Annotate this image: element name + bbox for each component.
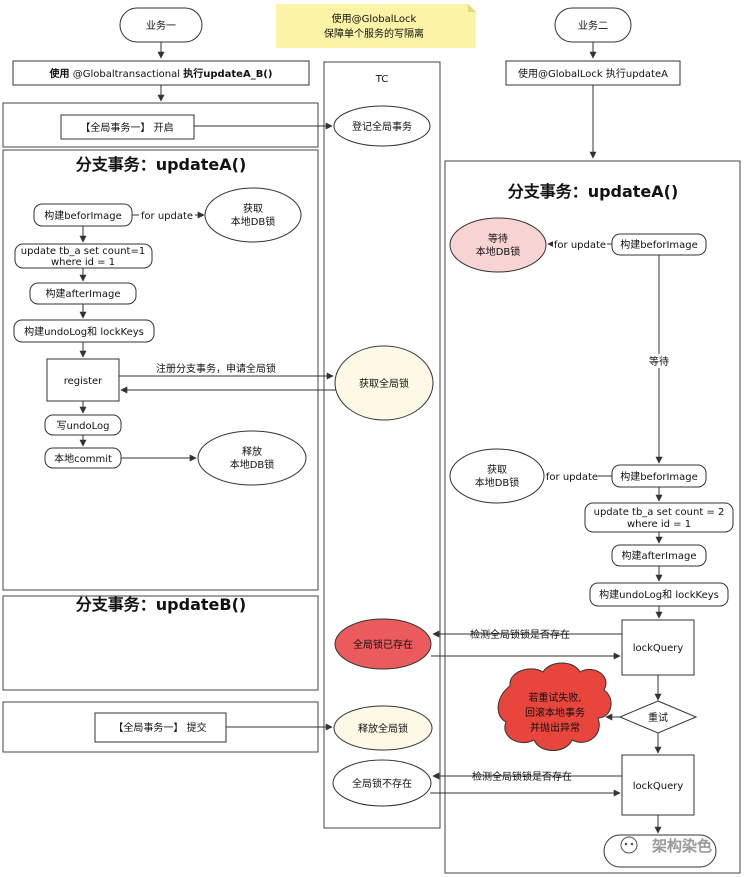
a-build-undo-text: 构建undoLog和 lockKeys	[24, 325, 144, 338]
a-release-lock-node	[197, 430, 307, 486]
b-wait-label-bg	[646, 354, 672, 368]
b-for-update-bg-1	[553, 238, 607, 252]
b-retry-fail-cloud	[497, 662, 612, 751]
a-get-lock-line2: 本地DB锁	[231, 215, 276, 228]
b-wait-label: 等待	[649, 355, 669, 368]
a-build-undo-box	[13, 319, 155, 343]
global-tx-commit-text: 【全局事务一】 提交	[113, 721, 206, 734]
tc-register-node	[333, 105, 431, 147]
tc-panel	[323, 61, 441, 829]
a-update-line1: update tb_a set count=1	[21, 246, 145, 257]
b-build-after-text: 构建afterImage	[622, 549, 697, 562]
b-get-lock-line1: 获取	[487, 464, 507, 476]
a-get-lock-node	[204, 187, 302, 243]
global-tx-start-box	[60, 114, 195, 140]
a-release-lock-line1: 释放	[242, 445, 262, 458]
b-build-before-text-1: 构建beforImage	[620, 238, 698, 251]
a-release-lock-line2: 本地DB锁	[230, 458, 275, 471]
global-tx-start-text: 【全局事务一】 开启	[80, 121, 173, 134]
b-retry-fail-line1: 若重试失败,	[528, 691, 581, 704]
sticky-note	[276, 4, 476, 48]
watermark-text: 架构染色	[651, 837, 712, 855]
b-retry-fail-line2: 回滚本地事务	[525, 706, 585, 719]
biz2-action-box	[505, 60, 681, 86]
a-for-update-bg	[139, 208, 195, 222]
tc-lock-exists-node	[334, 618, 432, 670]
a-get-lock-line1: 获取	[243, 203, 263, 215]
b-wait-lock-node	[449, 217, 547, 273]
b-retry-fail-line3: 并抛出异常	[530, 721, 580, 734]
a-local-commit-text: 本地commit	[54, 452, 112, 465]
b-get-lock-node	[449, 448, 545, 504]
b-update-line2: where id = 1	[627, 519, 691, 530]
a-for-update-label: for update	[141, 211, 193, 222]
a-build-after-text: 构建afterImage	[46, 287, 121, 300]
b-get-lock-line2: 本地DB锁	[475, 476, 520, 489]
a-write-undo-text: 写undoLog	[56, 420, 109, 432]
biz1-action-box	[12, 60, 310, 86]
biz1-label: 业务一	[146, 19, 176, 32]
biz2-branch-title: 分支事务：updateA()	[508, 182, 679, 201]
branch-b-panel	[2, 595, 319, 691]
b-for-update-label-2: for update	[546, 472, 598, 483]
tc-get-global-lock-node	[334, 345, 434, 421]
tc-lock-exists-text: 全局锁已存在	[353, 638, 413, 651]
tc-get-global-lock-text: 获取全局锁	[359, 377, 409, 390]
branch-b-title: 分支事务：updateB()	[76, 595, 246, 614]
note-line-1: 使用@GlobalLock	[332, 12, 417, 25]
b-wait-lock-line2: 本地DB锁	[476, 245, 521, 258]
b-lockquery-text-2: lockQuery	[633, 781, 684, 792]
tc-register-text: 登记全局事务	[352, 120, 412, 133]
tc-lock-not-exists-node	[332, 759, 432, 807]
biz2-label: 业务二	[578, 19, 608, 32]
b-check-label-1: 检测全局锁锁是否存在	[470, 628, 570, 641]
a-update-line2: where id = 1	[51, 257, 115, 268]
watermark-icon	[620, 836, 638, 854]
b-lockquery-box-2	[621, 754, 695, 816]
tc-title: TC	[375, 74, 389, 85]
biz1-action-text: 使用 @Globaltransactional 执行updateA_B()	[49, 67, 273, 80]
tc-release-global-text: 释放全局锁	[358, 722, 408, 735]
b-build-before-text-2: 构建beforImage	[620, 470, 698, 483]
b-for-update-label-1: for update	[554, 240, 606, 251]
biz2-action-text: 使用@GlobalLock 执行updateA	[518, 67, 668, 80]
b-build-undo-text: 构建undoLog和 lockKeys	[599, 588, 719, 601]
sticky-note-fold	[468, 4, 476, 12]
a-build-before-text: 构建beforImage	[44, 209, 122, 222]
note-line-2: 保障单个服务的写隔离	[324, 27, 424, 40]
b-check-label-2: 检测全局锁锁是否存在	[472, 770, 572, 783]
b-lockquery-box-1	[621, 619, 695, 676]
tc-release-global-node	[333, 705, 433, 751]
a-register-req-label: 注册分支事务，申请全局锁	[156, 362, 276, 375]
b-for-update-bg-2	[546, 470, 598, 484]
biz1-action-mid: @Globaltransactional	[70, 69, 184, 80]
b-lockquery-text-1: lockQuery	[633, 643, 684, 654]
watermark-icon-eye-right	[630, 842, 634, 846]
a-register-text: register	[64, 376, 103, 387]
biz1-action-suffix: 执行updateA_B()	[183, 67, 272, 80]
branch-a-title: 分支事务：updateA()	[76, 155, 247, 174]
a-register-box	[46, 358, 120, 402]
watermark: 架构染色	[620, 836, 712, 855]
biz1-action-prefix: 使用	[49, 67, 70, 80]
b-retry-text: 重试	[648, 711, 668, 724]
b-update-line1: update tb_a set count = 2	[594, 507, 725, 518]
tc-lock-not-exists-text: 全局锁不存在	[352, 777, 412, 790]
b-wait-lock-line1: 等待	[488, 232, 508, 245]
watermark-icon-eye-left	[624, 842, 628, 846]
